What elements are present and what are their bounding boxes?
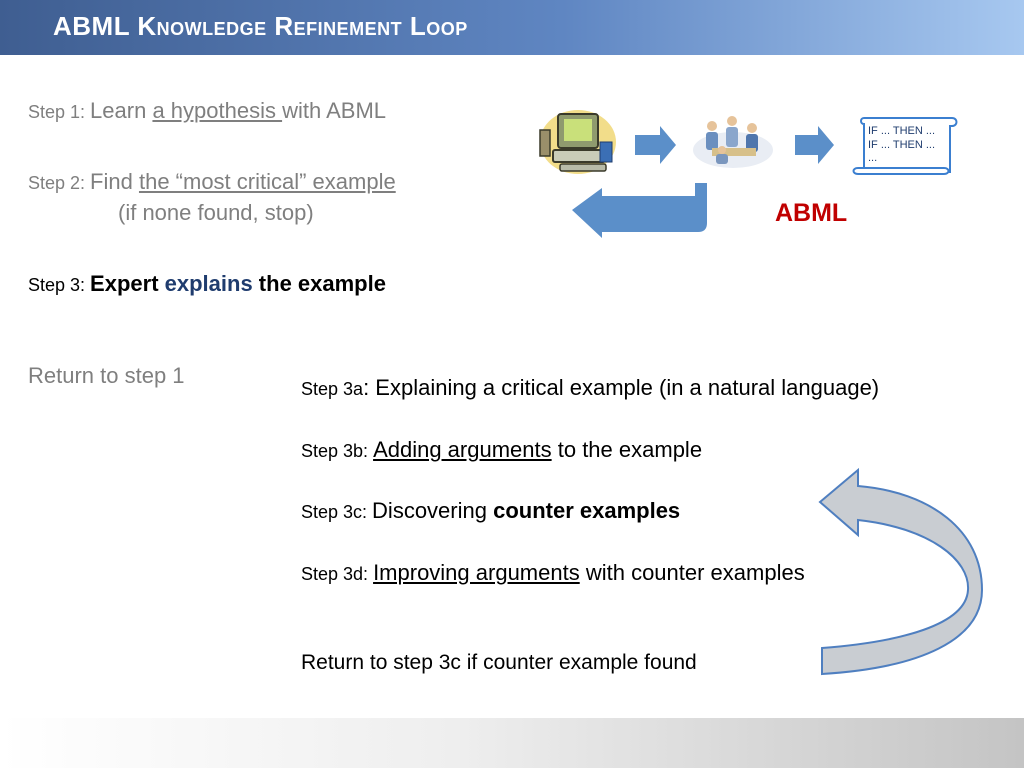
right-arrow-icon <box>635 126 676 164</box>
slide-title: ABML Knowledge Refinement Loop <box>53 11 468 41</box>
step-3d-label: Step 3d: <box>301 564 374 584</box>
step-3-label: Step 3: <box>28 275 91 295</box>
step-2-note-text: (if none found, stop) <box>118 200 314 225</box>
step-3b-label: Step 3b: <box>301 441 374 461</box>
step-3b-link[interactable]: Adding arguments <box>373 437 552 462</box>
curved-arrow-icon <box>818 467 984 676</box>
step-3a-label: Step 3a <box>301 379 364 399</box>
step-3a-text: Explaining a critical example (in a natu… <box>375 375 880 400</box>
return-step-1-text: Return to step 1 <box>28 363 185 388</box>
rules-text: IF ... THEN ... IF ... THEN ... ... <box>868 125 935 166</box>
step-3d-text: with counter examples <box>579 560 805 585</box>
step-3c-pre: Discovering <box>372 498 494 523</box>
step-2: Step 2: Find the “most critical” example <box>28 169 396 195</box>
step-2-note: (if none found, stop) <box>118 200 314 226</box>
abml-label: ABML <box>775 199 848 227</box>
step-2-label: Step 2: <box>28 173 91 193</box>
computer-icon <box>539 110 616 174</box>
return-step-3c-text: Return to step 3c if counter example fou… <box>301 651 697 674</box>
step-3: Step 3: Expert explains the example <box>28 271 386 297</box>
step-3b: Step 3b: Adding arguments to the example <box>301 437 702 463</box>
step-3c-bold: counter examples <box>493 498 681 523</box>
step-1-link[interactable]: a hypothesis <box>152 98 283 123</box>
step-1-pre: Learn <box>90 98 153 123</box>
return-step-3c: Return to step 3c if counter example fou… <box>301 651 697 675</box>
rule-line-1: IF ... THEN ... <box>868 125 936 137</box>
step-3d: Step 3d: Improving arguments with counte… <box>301 560 805 586</box>
step-3a-colon: : <box>363 375 376 400</box>
step-1-label: Step 1: <box>28 102 91 122</box>
rule-line-3: ... <box>868 152 878 164</box>
title-bar <box>0 0 1024 55</box>
experts-icon <box>693 116 773 168</box>
step-3b-text: to the example <box>551 437 703 462</box>
step-3-word-1: Expert <box>90 271 165 296</box>
step-3a: Step 3a: Explaining a critical example (… <box>301 375 879 401</box>
rule-line-2: IF ... THEN ... <box>868 138 936 151</box>
step-1: Step 1: Learn a hypothesis with ABML <box>28 98 386 124</box>
step-1-post: with ABML <box>282 98 387 123</box>
step-3-word-3: the example <box>252 271 386 296</box>
right-arrow-icon <box>795 126 834 164</box>
step-3c-label: Step 3c: <box>301 502 373 522</box>
return-step-1: Return to step 1 <box>28 363 185 389</box>
step-2-link[interactable]: the “most critical” example <box>138 169 396 194</box>
rules-scroll-icon <box>852 117 958 175</box>
step-3d-link[interactable]: Improving arguments <box>373 560 580 585</box>
step-3-word-2: explains <box>164 271 253 296</box>
loop-back-arrow-icon <box>572 183 707 238</box>
step-2-pre: Find <box>90 169 139 194</box>
footer-bar <box>0 718 1024 768</box>
step-3c: Step 3c: Discovering counter examples <box>301 498 680 524</box>
